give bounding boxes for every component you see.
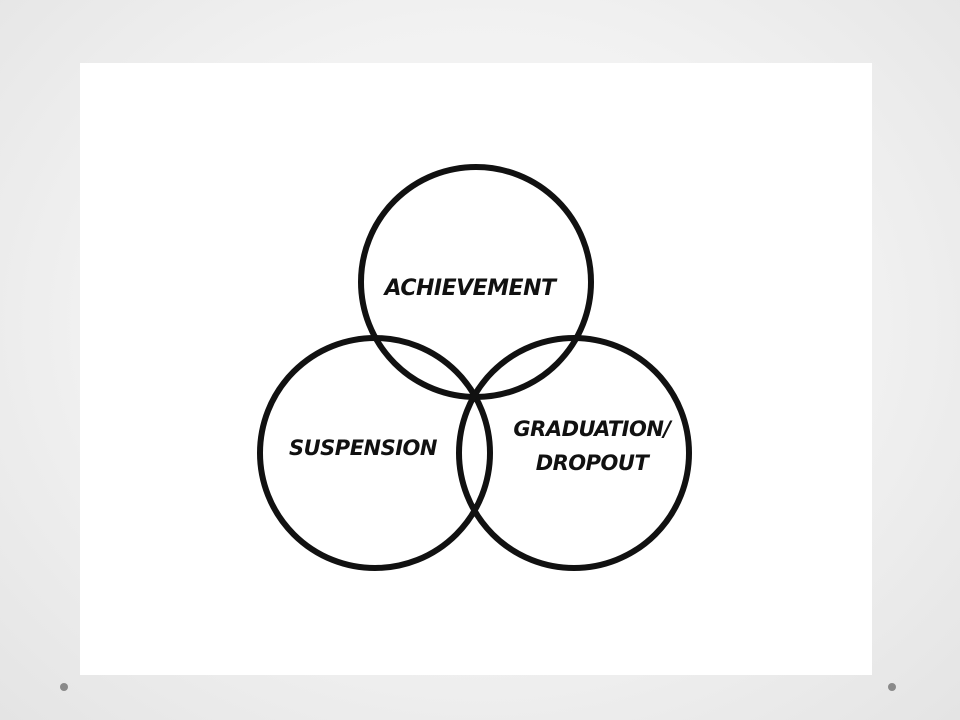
- slide-corner-dot-right: [888, 683, 896, 691]
- suspension-circle: [257, 335, 493, 571]
- achievement-label: ACHIEVEMENT: [382, 276, 558, 301]
- dropout-label: DROPOUT: [536, 451, 651, 475]
- slide-corner-dot-left: [60, 683, 68, 691]
- graduation-label: GRADUATION/: [513, 417, 673, 441]
- graduation-dropout-circle: [456, 335, 692, 571]
- suspension-label: SUSPENSION: [289, 436, 438, 460]
